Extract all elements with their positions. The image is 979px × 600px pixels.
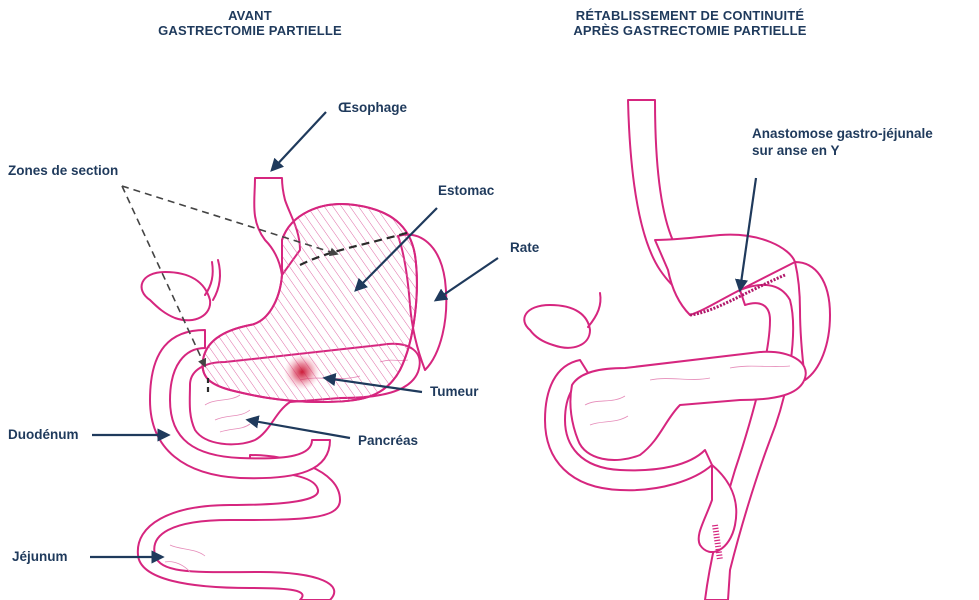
label-zones-section: Zones de section [8, 163, 118, 179]
dashed-arrow-section-2 [122, 186, 205, 366]
label-anastomose: Anastomose gastro-jéjunale sur anse en Y [752, 125, 933, 159]
label-tumeur: Tumeur [430, 384, 479, 400]
label-anastomose-line1: Anastomose gastro-jéjunale [752, 125, 933, 142]
gallbladder-organ [142, 272, 211, 320]
right-gallbladder-organ [524, 305, 590, 348]
label-oesophage: Œsophage [338, 100, 407, 116]
right-title: RÉTABLISSEMENT DE CONTINUITÉ APRÈS GASTR… [540, 8, 840, 38]
right-diagram [524, 100, 830, 600]
label-rate: Rate [510, 240, 539, 256]
left-title: AVANT GASTRECTOMIE PARTIELLE [120, 8, 380, 38]
left-title-line1: AVANT [120, 8, 380, 23]
right-jejunum-loop [699, 465, 737, 552]
label-jejunum: Jéjunum [12, 549, 68, 565]
label-anastomose-line2: sur anse en Y [752, 142, 933, 159]
right-title-line2: APRÈS GASTRECTOMIE PARTIELLE [540, 23, 840, 38]
right-title-line1: RÉTABLISSEMENT DE CONTINUITÉ [540, 8, 840, 23]
label-duodenum: Duodénum [8, 427, 79, 443]
tumor-mark [284, 354, 320, 390]
label-estomac: Estomac [438, 183, 494, 199]
label-pancreas: Pancréas [358, 433, 418, 449]
left-title-line2: GASTRECTOMIE PARTIELLE [120, 23, 380, 38]
arrow-oesophage [272, 112, 326, 170]
